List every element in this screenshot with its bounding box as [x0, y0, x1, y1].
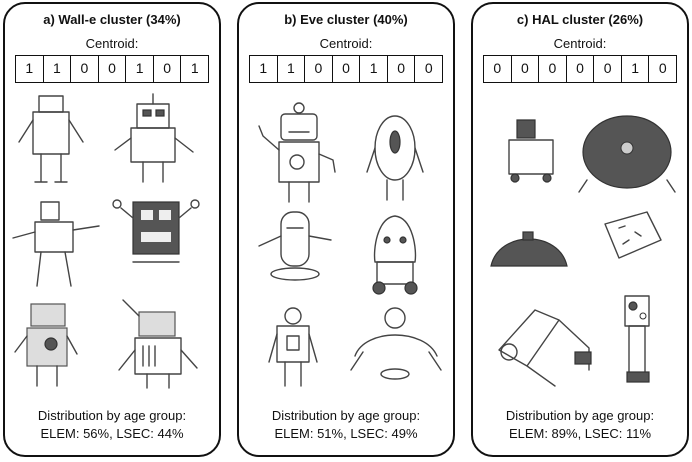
distribution-values: ELEM: 51%, LSEC: 49% — [274, 426, 418, 441]
centroid-cell: 0 — [71, 56, 99, 82]
robot-drawing-4 — [112, 199, 200, 263]
robot-drawings-grid — [258, 102, 442, 387]
robot-drawing-2 — [578, 115, 676, 193]
robot-drawing-3 — [490, 231, 568, 267]
panel-title: c) HAL cluster (26%) — [516, 12, 644, 27]
robot-drawing-6 — [624, 295, 650, 383]
robot-drawing-5 — [498, 309, 592, 387]
centroid-cell: 0 — [388, 56, 416, 82]
centroid-cell: 0 — [305, 56, 333, 82]
distribution-values: ELEM: 56%, LSEC: 44% — [40, 426, 184, 441]
centroid-label: Centroid: — [85, 36, 139, 51]
robot-drawing-4 — [604, 211, 662, 259]
robot-drawing-5 — [268, 307, 318, 387]
distribution-label: Distribution by age group: — [37, 408, 187, 423]
centroid-cell: 0 — [658, 60, 667, 76]
centroid-cell: 0 — [99, 56, 127, 82]
robot-drawing-6 — [118, 299, 198, 389]
robot-drawing-2 — [366, 115, 424, 201]
centroid-cell: 0 — [333, 56, 361, 82]
distribution-values: ELEM: 89%, LSEC: 11% — [508, 426, 652, 441]
centroid-cell: 1 — [622, 56, 650, 82]
robot-drawing-1 — [258, 102, 336, 203]
centroid-vector: 0 0 0 0 0 1 0 — [483, 55, 677, 83]
eve-cluster-panel: b) Eve cluster (40%) Centroid: 1 1 0 0 1… — [237, 2, 455, 457]
robot-drawing-3 — [12, 201, 100, 287]
robot-drawing-5 — [14, 303, 78, 387]
centroid-cell: 1 — [278, 56, 306, 82]
centroid-cell: 0 — [539, 56, 567, 82]
centroid-vector: 1 1 0 0 1 0 1 — [15, 55, 209, 83]
centroid-cell: 0 — [484, 56, 512, 82]
centroid-cell: 1 — [250, 56, 278, 82]
centroid-cell: 1 — [16, 56, 44, 82]
robot-drawing-1 — [18, 95, 84, 183]
centroid-cell: 0 — [567, 56, 595, 82]
centroid-cell: 0 — [512, 56, 540, 82]
robot-drawing-4 — [372, 215, 418, 295]
hal-cluster-panel: c) HAL cluster (26%) Centroid: 0 0 0 0 0… — [471, 2, 689, 457]
robot-drawing-1 — [508, 119, 554, 183]
centroid-label: Centroid: — [553, 36, 607, 51]
panel-title: b) Eve cluster (40%) — [284, 12, 408, 27]
centroid-cell: 1 — [360, 56, 388, 82]
distribution-label: Distribution by age group: — [505, 408, 655, 423]
centroid-cell: 0 — [154, 56, 182, 82]
wall-e-cluster-panel: a) Wall-e cluster (34%) Centroid: 1 1 0 … — [3, 2, 221, 457]
centroid-cell: 0 — [424, 60, 433, 76]
centroid-cell: 0 — [594, 56, 622, 82]
centroid-cell: 1 — [44, 56, 72, 82]
distribution-label: Distribution by age group: — [271, 408, 421, 423]
robot-drawing-3 — [258, 211, 332, 281]
robot-drawings-grid — [490, 115, 676, 387]
centroid-vector: 1 1 0 0 1 0 0 — [249, 55, 443, 83]
robot-drawing-6 — [350, 307, 442, 380]
centroid-label: Centroid: — [319, 36, 373, 51]
robot-drawings-grid — [12, 93, 200, 389]
robot-drawing-2 — [114, 93, 194, 183]
panel-title: a) Wall-e cluster (34%) — [43, 12, 181, 27]
centroid-cell: 1 — [126, 56, 154, 82]
centroid-cell: 1 — [190, 60, 199, 76]
